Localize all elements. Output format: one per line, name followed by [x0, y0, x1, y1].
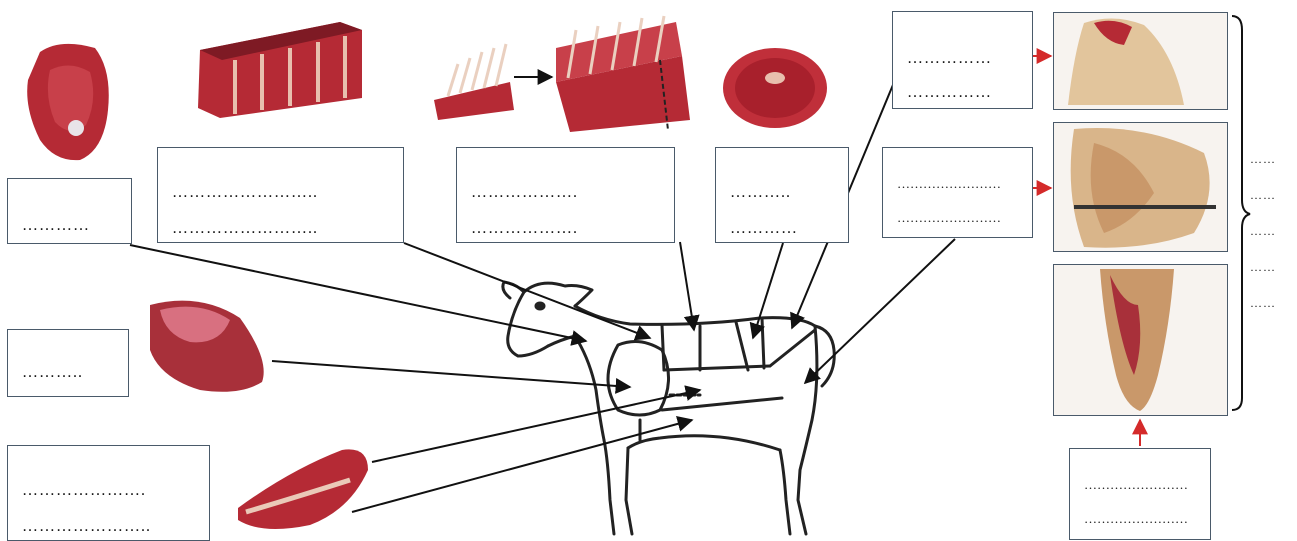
sirloin-label-box[interactable]: …………… …………… [892, 11, 1033, 109]
loin-label-box[interactable]: ……….. ………… [715, 147, 849, 243]
label-line: …………………….. [172, 184, 395, 202]
label-line: …………… [907, 84, 1024, 102]
shoulder-label-box[interactable]: ……….. [7, 329, 129, 397]
label-line: …………………… [897, 210, 1024, 226]
label-line: …………………… [1084, 511, 1202, 527]
neck-arrow [130, 245, 586, 341]
label-line: ………………. [471, 220, 666, 238]
label-line: …………… [907, 50, 1024, 68]
label-line: ………… [730, 220, 840, 238]
label-line: …………………. [22, 482, 201, 500]
label-line: ……….. [730, 184, 840, 202]
rib-label-box[interactable]: …………………….. …………………….. [157, 147, 404, 243]
brisket-label-box[interactable]: …………………. ………………….. [7, 445, 210, 541]
loin-rack-label-box[interactable]: ………………. ………………. [456, 147, 675, 243]
label-line: ………………. [471, 184, 666, 202]
label-line: ……….. [22, 364, 120, 382]
round-arrow [805, 239, 955, 383]
label-line: …………………….. [172, 220, 395, 238]
label-line: …………………… [1084, 477, 1202, 493]
brisket-arrow-2 [352, 420, 692, 512]
label-line: ………………….. [22, 518, 201, 536]
shank-label-box[interactable]: …………………… …………………… [1069, 448, 1211, 540]
brisket-arrow-1 [372, 390, 700, 462]
label-line: ………… [22, 217, 123, 235]
round-label-box[interactable]: …………………… …………………… [882, 147, 1033, 238]
loin-arrow [753, 243, 783, 338]
loin-rack-arrow [680, 242, 694, 330]
shoulder-arrow [272, 361, 630, 387]
neck-label-box[interactable]: ………… [7, 178, 132, 244]
label-line: …………………… [897, 176, 1024, 192]
rib-arrow [404, 243, 650, 338]
